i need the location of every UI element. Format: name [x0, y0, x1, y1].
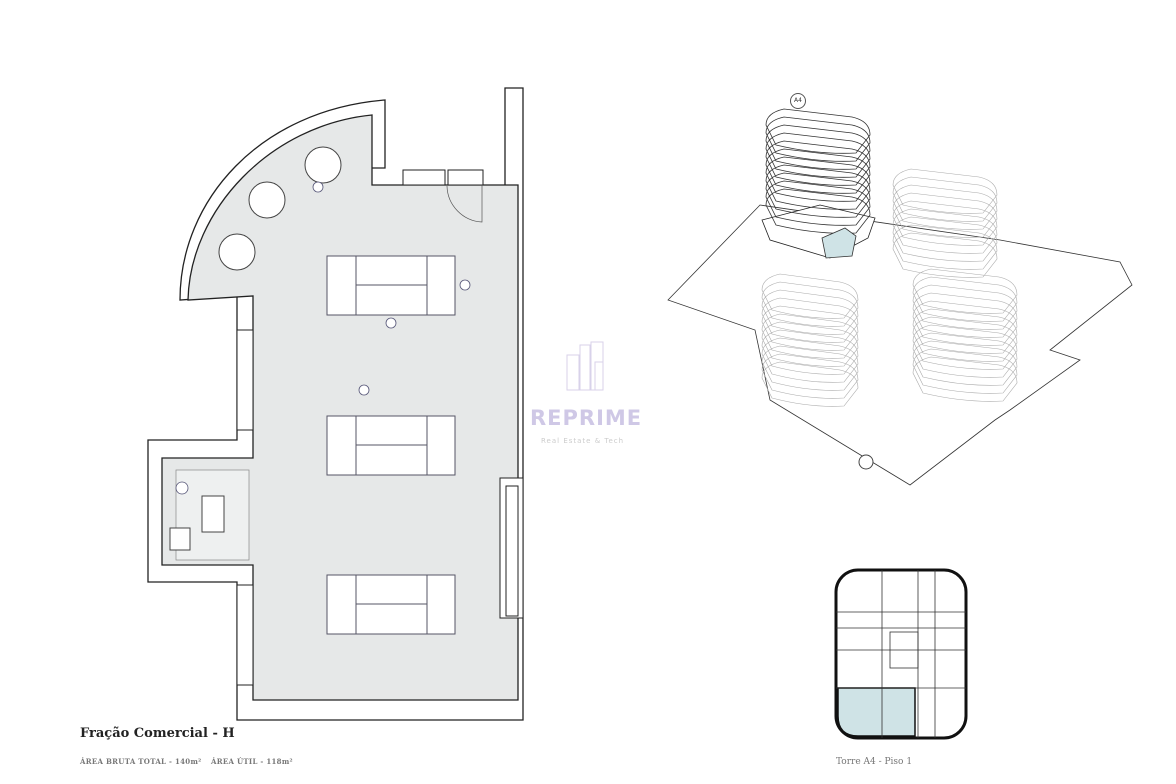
- key-plan-caption: Torre A4 - Piso 1: [836, 757, 913, 767]
- round-tables: [218, 146, 342, 271]
- watermark-logo-icon: [566, 341, 604, 391]
- key-plan: [834, 568, 968, 740]
- desks: [326, 255, 456, 635]
- unit-title: Fração Comercial - H: [80, 726, 235, 741]
- tower-tag: A4: [790, 93, 806, 109]
- useful-area: ÁREA ÚTIL - 118m²: [211, 757, 293, 766]
- people-icons: [175, 181, 471, 495]
- other-towers: [761, 168, 1018, 407]
- tower-a4: [761, 108, 876, 259]
- watermark-tagline: Real Estate & Tech: [541, 437, 625, 445]
- site-outline: [667, 204, 1133, 486]
- watermark-brand: REPRIME: [530, 406, 643, 430]
- north-icon: [858, 454, 874, 470]
- gross-area: ÁREA BRUTA TOTAL - 140m²: [80, 757, 202, 766]
